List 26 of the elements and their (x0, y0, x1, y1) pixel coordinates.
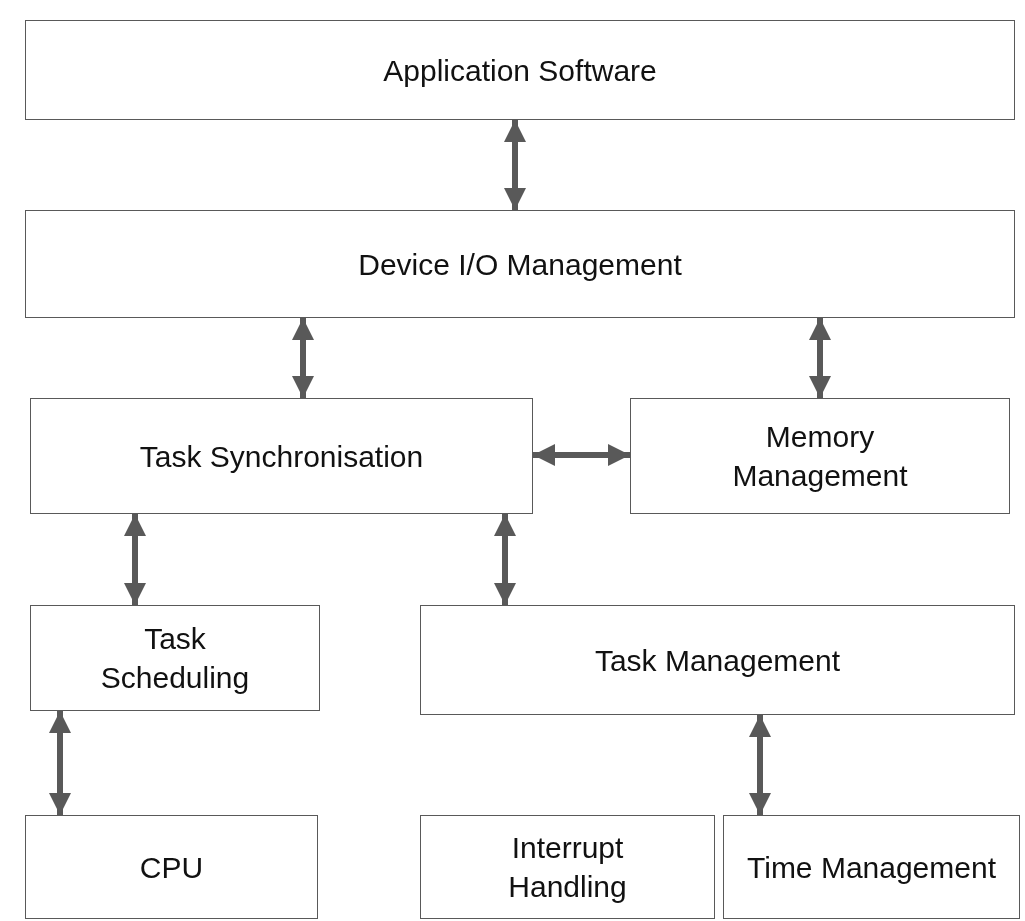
process-box (25, 815, 318, 919)
double-arrow (809, 318, 831, 398)
process-box (25, 210, 1015, 318)
box-label: Memory Management (731, 419, 909, 494)
box-label: Task Scheduling (99, 621, 251, 696)
box-label: Time Management (747, 849, 996, 886)
box-label: Interrupt Handling (507, 830, 628, 905)
double-arrow (504, 120, 526, 210)
box-label: Task Management (594, 642, 841, 679)
process-box (723, 815, 1020, 919)
double-arrow (494, 514, 516, 605)
box-label: CPU (139, 849, 204, 886)
box-label: Task Synchronisation (139, 438, 424, 475)
process-box (630, 398, 1010, 514)
box-label: Application Software (383, 52, 657, 89)
double-arrow (749, 715, 771, 815)
box-label: Device I/O Management (358, 246, 682, 283)
process-box (420, 815, 715, 919)
double-arrow (124, 514, 146, 605)
process-box (30, 398, 533, 514)
double-arrow (49, 711, 71, 815)
process-box (25, 20, 1015, 120)
process-box (420, 605, 1015, 715)
process-box (30, 605, 320, 711)
double-arrow (292, 318, 314, 398)
double-arrow (533, 444, 630, 466)
